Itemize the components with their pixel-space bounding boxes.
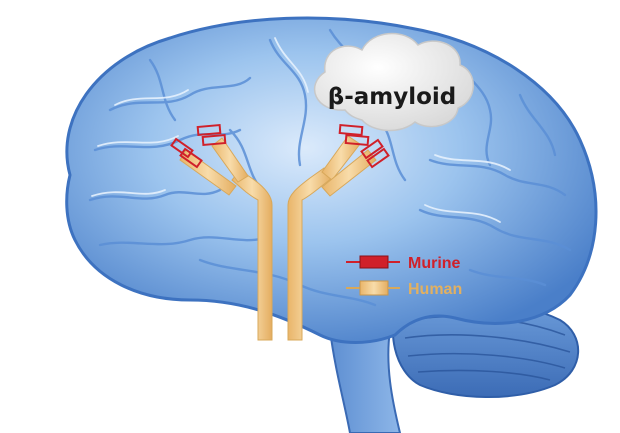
murine-region-left bbox=[170, 123, 227, 169]
beta-amyloid-label: β-amyloid bbox=[328, 84, 457, 110]
murine-swatch bbox=[359, 255, 389, 269]
legend-label-murine: Murine bbox=[408, 255, 461, 272]
legend-item-murine: Murine bbox=[346, 255, 461, 272]
legend-label-human: Human bbox=[408, 281, 462, 298]
antibody-heavy-chain-left bbox=[231, 169, 273, 341]
antibody-heavy-chain-right bbox=[287, 167, 333, 341]
antibody bbox=[170, 123, 390, 341]
brain-stem bbox=[328, 329, 402, 433]
legend-item-human: Human bbox=[346, 280, 462, 298]
beta-amyloid-cloud: β-amyloid bbox=[314, 32, 474, 132]
brain-highlights bbox=[91, 37, 511, 223]
murine-region-right bbox=[338, 123, 390, 169]
human-swatch bbox=[359, 280, 389, 296]
legend: Murine Human bbox=[346, 255, 462, 298]
